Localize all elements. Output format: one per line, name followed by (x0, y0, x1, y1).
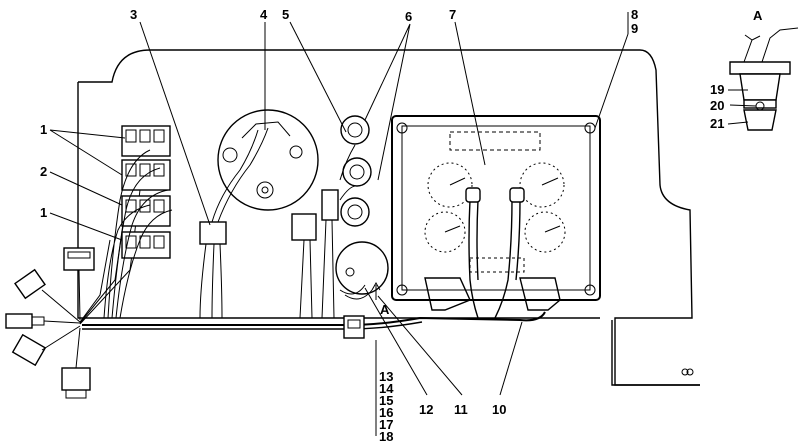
instrument-cluster (391, 115, 601, 319)
label-17: 17 (379, 417, 393, 432)
label-a-view: A (753, 8, 763, 23)
label-16: 16 (379, 405, 393, 420)
label-18: 18 (379, 429, 393, 444)
label-1-upper: 1 (40, 122, 47, 137)
label-3: 3 (130, 7, 137, 22)
label-7: 7 (449, 7, 456, 22)
label-20: 20 (710, 98, 724, 113)
callout-labels: 1 2 1 3 4 5 6 7 8 9 10 11 12 13 14 15 16… (40, 7, 763, 444)
label-15: 15 (379, 393, 393, 408)
label-9: 9 (631, 21, 638, 36)
label-21: 21 (710, 116, 724, 131)
label-8: 8 (631, 7, 638, 22)
label-12: 12 (419, 402, 433, 417)
label-10: 10 (492, 402, 506, 417)
label-5: 5 (282, 7, 289, 22)
label-14: 14 (379, 381, 394, 396)
relay-fuse-block (103, 125, 173, 319)
label-1-lower: 1 (40, 205, 47, 220)
label-13: 13 (379, 369, 393, 384)
label-4: 4 (260, 7, 268, 22)
detail-view-a (729, 27, 799, 131)
main-harness-trunk (82, 311, 546, 330)
label-11: 11 (454, 402, 468, 417)
round-gauge (199, 109, 319, 319)
switch-column (291, 115, 389, 339)
leader-lines (49, 12, 757, 436)
dashboard-panel-outline (77, 49, 700, 386)
label-6: 6 (405, 9, 412, 24)
label-a-arrow: A (380, 302, 390, 317)
label-19: 19 (710, 82, 724, 97)
label-2: 2 (40, 164, 47, 179)
